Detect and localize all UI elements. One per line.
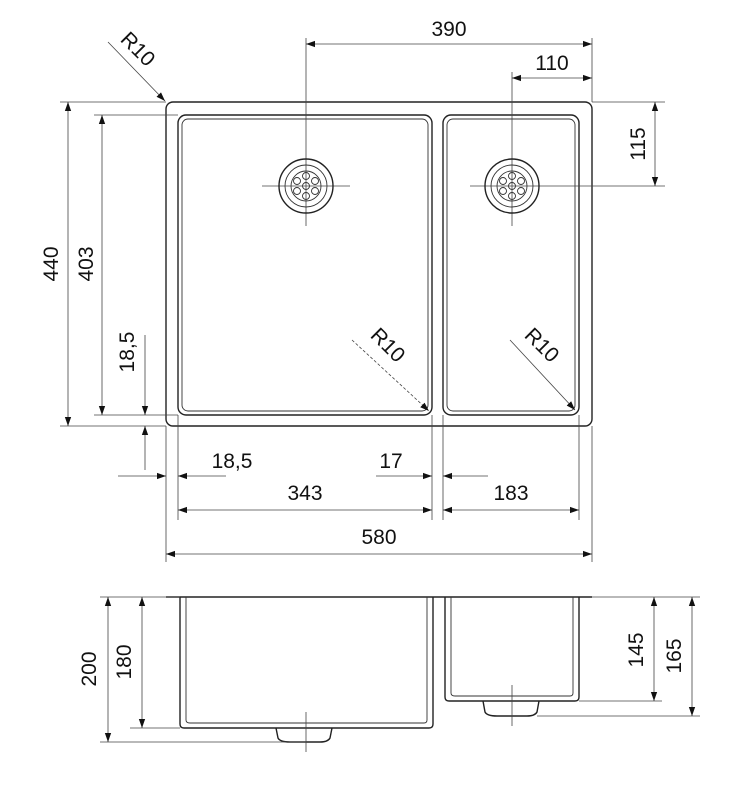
left-bowl-inner-edge [181, 118, 429, 412]
dim-180-label: 180 [113, 644, 136, 679]
radius-outer-label: R10 [116, 28, 160, 72]
dim-200-label: 200 [78, 651, 101, 686]
leader-left-bowl-radius [351, 339, 430, 412]
leader-right-bowl-radius [509, 339, 576, 411]
dim-110-label: 110 [535, 52, 568, 75]
right-bowl-inner-edge [446, 118, 576, 412]
dim-390-label: 390 [431, 18, 466, 41]
dim-18-5-horizontal-label: 18,5 [212, 450, 253, 473]
dim-440-label: 440 [40, 246, 63, 281]
dim-343-label: 343 [287, 482, 322, 505]
sink-outer-rim [165, 101, 593, 427]
dim-403-label: 403 [75, 246, 98, 281]
plan-extension-lines [60, 38, 665, 562]
left-drain-outlet [275, 727, 333, 743]
dim-165-label: 165 [663, 638, 686, 673]
dim-18-5-vertical-label: 18,5 [116, 332, 139, 373]
right-bowl-outline [442, 114, 580, 416]
leader-outer-radius [107, 41, 166, 102]
dim-115-label: 115 [627, 127, 650, 160]
dim-17-label: 17 [379, 450, 402, 473]
radius-right-bowl-label: R10 [520, 324, 564, 368]
dim-145-label: 145 [625, 632, 648, 667]
section-view: 200 180 145 165 [78, 596, 700, 752]
left-bowl-section [179, 597, 434, 729]
left-bowl-outline [177, 114, 433, 416]
right-drain-outlet [482, 700, 540, 717]
plan-view: 390 110 115 440 403 18,5 18,5 17 343 183… [40, 18, 665, 562]
right-drain [470, 72, 665, 226]
radius-left-bowl-label: R10 [366, 324, 410, 368]
dim-183-label: 183 [493, 482, 528, 505]
left-drain [262, 38, 350, 226]
dim-580-label: 580 [361, 526, 396, 549]
